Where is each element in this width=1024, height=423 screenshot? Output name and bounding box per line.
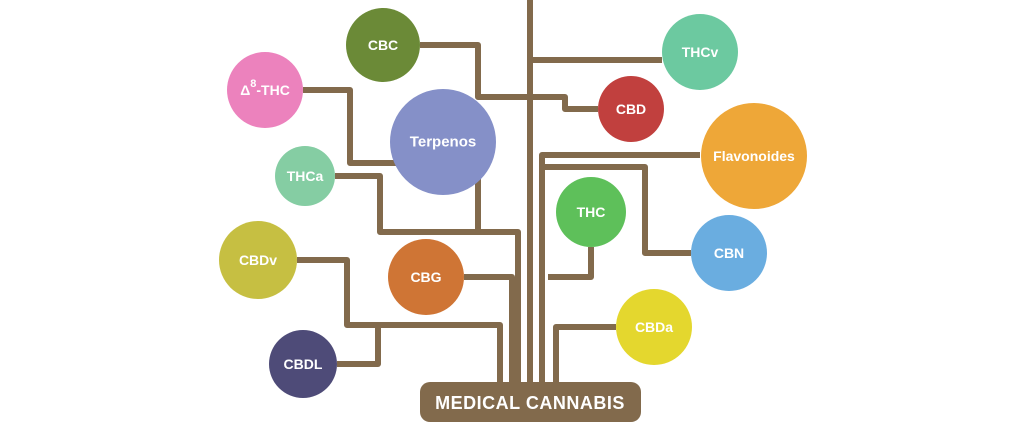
branch-line (420, 42, 530, 100)
node-label-thca: THCa (287, 168, 324, 184)
node-circle-d8thc (227, 52, 303, 128)
node-cbn: CBN (691, 215, 767, 291)
node-label-thc: THC (577, 204, 606, 220)
node-label-cbc: CBC (368, 37, 398, 53)
branch-line (335, 173, 518, 235)
node-cbdv: CBDv (219, 221, 297, 299)
node-label-cbg: CBG (410, 269, 441, 285)
node-circle-thca (275, 146, 335, 206)
branch-lines (297, 0, 700, 383)
branch-line (530, 94, 598, 112)
node-cbd: CBD (598, 76, 664, 142)
node-circle-thcv (662, 14, 738, 90)
node-circle-cbdv (219, 221, 297, 299)
branch-line (553, 324, 616, 383)
node-label-thcv: THCv (682, 44, 719, 60)
node-thc: THC (556, 177, 626, 247)
root-banner (420, 382, 641, 422)
node-label-cbd: CBD (616, 101, 646, 117)
node-circle-cbd (598, 76, 664, 142)
node-thcv: THCv (662, 14, 738, 90)
branch-line (548, 247, 594, 280)
node-label-d8thc: Δ8-THC (240, 78, 290, 98)
node-label-cbdv: CBDv (239, 252, 277, 268)
node-flavonoides: Flavonoides (701, 103, 807, 209)
branch-line (297, 257, 503, 383)
node-circle-thc (556, 177, 626, 247)
node-cbda: CBDa (616, 289, 692, 365)
node-label-cbda: CBDa (635, 319, 673, 335)
node-circle-cbda (616, 289, 692, 365)
node-cbg: CBG (388, 239, 464, 315)
node-cbdl: CBDL (269, 330, 337, 398)
node-circle-cbn (691, 215, 767, 291)
node-label-cbdl: CBDL (284, 356, 323, 372)
branch-line (464, 274, 515, 383)
node-thca: THCa (275, 146, 335, 206)
node-label-terpenos: Terpenos (410, 134, 476, 151)
branch-line (539, 152, 700, 383)
root-label: MEDICAL CANNABIS (435, 393, 625, 413)
node-label-cbn: CBN (714, 245, 744, 261)
node-terpenos: Terpenos (390, 89, 496, 195)
root-node: MEDICAL CANNABIS (420, 382, 641, 422)
node-circle-cbdl (269, 330, 337, 398)
node-cbc: CBC (346, 8, 420, 82)
branch-line (542, 164, 691, 256)
node-circle-flavonoides (701, 103, 807, 209)
node-circle-cbc (346, 8, 420, 82)
node-circle-terpenos (390, 89, 496, 195)
node-d8thc: Δ8-THC (227, 52, 303, 128)
node-label-flavonoides: Flavonoides (713, 148, 795, 164)
node-circle-cbg (388, 239, 464, 315)
branch-line (337, 325, 381, 367)
